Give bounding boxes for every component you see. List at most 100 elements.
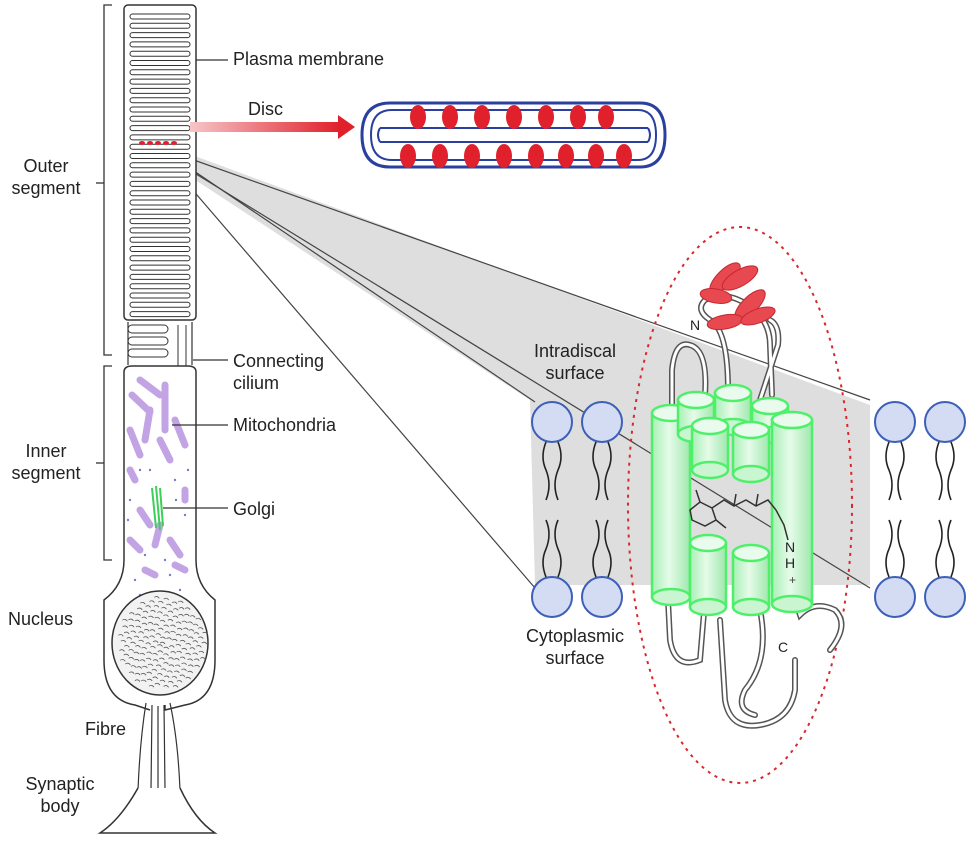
rhodopsin-dot	[496, 144, 512, 168]
chromatin-strand	[181, 668, 187, 672]
chromatin-strand	[154, 682, 161, 686]
chromatin-strand	[187, 658, 193, 661]
helix-body	[688, 541, 728, 609]
disc-lamella	[129, 180, 191, 187]
connecting-cilium-line2: cilium	[233, 373, 280, 393]
disc-lamella	[129, 236, 191, 243]
disc-lamella	[129, 255, 191, 262]
chromatin-strand	[123, 631, 130, 635]
helix-6	[731, 420, 771, 484]
chromatin-strand	[178, 607, 185, 610]
rhodopsin-boundary-dashed	[627, 226, 853, 784]
rhodopsin-dot	[464, 144, 480, 168]
chromatin-strand	[157, 644, 163, 647]
cytoplasm-dot	[174, 498, 178, 502]
chromatin-strand	[168, 664, 175, 667]
cytoplasmic-line2: surface	[545, 648, 605, 668]
rhodopsin-dot	[528, 144, 544, 168]
chromatin-strand	[133, 651, 140, 655]
chromatin-strand	[158, 627, 164, 631]
chromatin-strand	[141, 622, 148, 626]
chromatin-strand	[201, 641, 208, 645]
cytoplasmic-line1: Cytoplasmic	[525, 626, 625, 646]
chromatin-strand	[181, 662, 187, 666]
chromatin-strand	[124, 645, 130, 648]
nh-plus-label: +	[789, 573, 796, 587]
chromatin-strand	[194, 664, 200, 668]
chromatin-strand	[128, 671, 135, 674]
chromatin-strand	[185, 642, 192, 646]
cytoplasm-dot	[133, 578, 137, 582]
chromatin-strand	[172, 638, 178, 642]
intradiscal-surface-label: Intradiscal surface	[510, 340, 640, 384]
chromatin-strand	[178, 600, 184, 604]
chromatin-strand	[170, 624, 176, 628]
cytoplasm-dot	[138, 468, 142, 472]
chromatin-strand	[176, 680, 183, 683]
disc-lamella	[129, 115, 191, 122]
chromatin-strand	[123, 653, 130, 657]
chromatin-strand	[174, 670, 180, 674]
chromatin-strand	[152, 659, 159, 662]
synaptic-body	[97, 787, 218, 834]
chromatin-strand	[155, 664, 162, 667]
chromatin-strand	[182, 634, 189, 637]
rhodopsin-dot	[410, 105, 426, 129]
chromatin-strand	[163, 624, 169, 628]
rhodopsin-dot	[570, 105, 586, 129]
outer-segment-label: Outer segment	[0, 155, 92, 199]
chromatin-strand	[163, 614, 169, 617]
chromatin-strand	[198, 636, 204, 639]
chromatin-strand	[166, 637, 172, 640]
chromatin-strand	[194, 658, 200, 662]
chromatin-strand	[159, 619, 166, 623]
chromatin-strand	[167, 610, 174, 614]
chromatin-strand	[195, 617, 202, 621]
chromatin-strand	[188, 629, 195, 632]
chromatin-strand	[148, 615, 154, 619]
chromatin-strand	[157, 673, 163, 676]
disc-lamella	[129, 246, 191, 252]
chromatin-strand	[189, 647, 196, 650]
chromatin-strand	[187, 621, 193, 624]
chromatin-strand	[160, 636, 166, 640]
chromatin-strand	[155, 633, 162, 636]
chromatin-strand	[138, 631, 144, 634]
chromatin-strand	[126, 637, 133, 640]
disc-lamella	[129, 301, 191, 308]
chromatin-strand	[136, 666, 142, 669]
chromatin-strand	[163, 685, 169, 688]
disc-lamella	[129, 190, 191, 197]
lipid-tail	[935, 441, 943, 501]
disc-lamella	[129, 199, 191, 206]
chromatin-strand	[122, 618, 128, 622]
cytoplasm-dot	[186, 468, 190, 472]
mitochondria-label: Mitochondria	[233, 415, 337, 435]
chromatin-strand	[134, 659, 140, 662]
chromatin-strand	[184, 613, 190, 617]
lipid-tail	[897, 519, 905, 578]
intradiscal-line1: Intradiscal	[533, 341, 617, 361]
lipid-bilayer	[531, 401, 966, 618]
rhodopsin-dot	[616, 144, 632, 168]
chromatin-strand	[168, 681, 174, 684]
cytoplasm-dot	[143, 553, 147, 557]
chromatin-strand	[176, 650, 182, 654]
chromatin-strand	[152, 652, 158, 656]
n-terminus-label: N	[690, 317, 700, 333]
disc-arrow	[190, 115, 355, 139]
synaptic-body-line1: Synaptic	[25, 774, 95, 794]
disc-enlarged	[360, 101, 667, 169]
glycosylation-sugars	[699, 262, 776, 331]
disc-lamella	[129, 87, 191, 94]
chromatin-strand	[130, 665, 137, 668]
helix-7	[770, 410, 814, 614]
chromatin-strand	[143, 636, 149, 639]
chromatin-strand	[146, 651, 152, 655]
rhodopsin-dot	[474, 105, 490, 129]
chromatin-strand	[157, 650, 164, 653]
cytoplasm-dot	[168, 573, 172, 577]
inner-segment-label: Inner segment	[0, 440, 92, 484]
